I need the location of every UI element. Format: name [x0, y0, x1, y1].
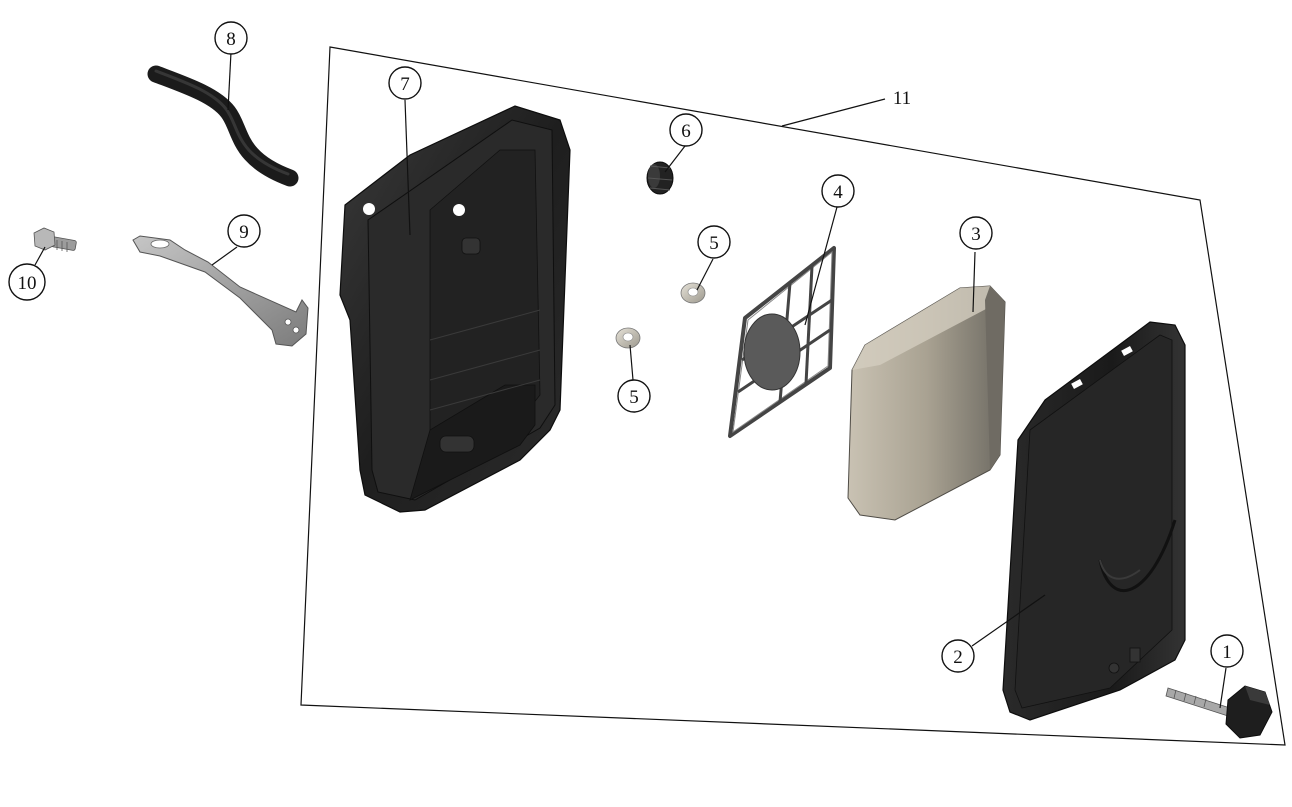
bracket-part: [132, 235, 309, 347]
callout-1: 1: [1210, 634, 1244, 668]
housing-base-part: [339, 105, 571, 513]
cover-part: [1002, 321, 1186, 721]
callout-10: 10: [8, 263, 46, 301]
callout-3: 3: [959, 216, 993, 250]
callout-7: 7: [388, 66, 422, 100]
callout-4: 4: [821, 174, 855, 208]
callout-1-label: 1: [1222, 642, 1232, 663]
callout-11: 11: [893, 88, 911, 109]
callout-6-label: 6: [681, 121, 691, 142]
callout-6: 6: [669, 113, 703, 147]
hose-part: [147, 65, 299, 187]
washer-part-upper: [680, 282, 706, 304]
callout-9: 9: [227, 214, 261, 248]
callout-2-label: 2: [953, 647, 963, 668]
callout-11-label: 11: [893, 88, 911, 109]
bolt-part: [33, 227, 77, 252]
leader-lines: [34, 51, 1227, 709]
filter-element-part: [847, 285, 1006, 521]
callout-8-label: 8: [226, 29, 236, 50]
callout-5-upper: 5: [697, 225, 731, 259]
callout-4-label: 4: [833, 182, 843, 203]
callout-2: 2: [941, 639, 975, 673]
callout-5-upper-label: 5: [709, 233, 719, 254]
knob-screw-part: [1165, 685, 1273, 739]
callout-5-lower: 5: [617, 379, 651, 413]
callout-9-label: 9: [239, 222, 249, 243]
callout-8: 8: [214, 21, 248, 55]
callout-3-label: 3: [971, 224, 981, 245]
washer-part-lower: [615, 327, 641, 349]
gasket-grid-part: [728, 246, 836, 438]
grommet-part: [646, 161, 674, 195]
assembly-boundary: [300, 46, 1286, 746]
callout-5-lower-label: 5: [629, 387, 639, 408]
callout-10-label: 10: [18, 273, 37, 294]
callout-7-label: 7: [400, 74, 410, 95]
